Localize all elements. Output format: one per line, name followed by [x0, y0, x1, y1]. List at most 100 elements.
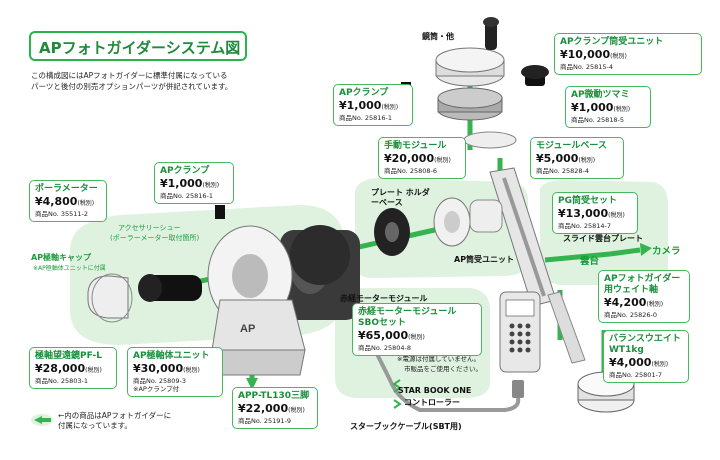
part-code: 商品No. 25826-0	[604, 311, 658, 319]
part-tax: (税別)	[381, 104, 399, 111]
cables	[368, 339, 521, 412]
page-title-box: APフォトガイダーシステム図	[29, 31, 247, 61]
part-price: ¥4,000	[609, 356, 652, 369]
part-tax: (税別)	[651, 361, 669, 368]
controller-art	[499, 291, 541, 398]
part-price: ¥5,000	[536, 152, 579, 165]
label-plate-holder: プレート ホルダーベース	[371, 188, 430, 207]
red-motor-art	[290, 225, 350, 285]
part-code: 商品No. 25818-5	[571, 116, 625, 124]
intro-text: この構成図にはAPフォトガイダーに標準付属になっている パーツと後付の別売オプシ…	[31, 70, 232, 92]
label-ap-tube-unit: AP筒受ユニット	[454, 255, 515, 264]
clamp-assembly-art	[401, 17, 549, 149]
label-power-note-2: 市販品をご使用ください。	[404, 365, 482, 373]
svg-text:AP: AP	[240, 323, 255, 335]
legend-line-2: 付属になっています。	[58, 421, 132, 430]
part-tax: (税別)	[578, 157, 596, 164]
part-polar-unit: AP極軸体ユニット ¥30,000(税別) 商品No. 25809-3 ※APク…	[127, 347, 223, 397]
intro-line-1: この構成図にはAPフォトガイダーに標準付属になっている	[31, 71, 228, 80]
polar-scope-art	[87, 273, 202, 323]
tube-holder-art	[374, 197, 503, 256]
label-controller: STAR BOOK ONE	[398, 386, 472, 395]
part-price: ¥13,000	[558, 207, 609, 220]
part-name: モジュールベース	[536, 141, 607, 151]
label-cap-note: ※AP極軸体ユニットに付属	[33, 265, 106, 272]
page-title: APフォトガイダーシステム図	[39, 39, 241, 57]
part-name: APP-TL130三脚	[238, 391, 310, 401]
part-price: ¥1,000	[160, 177, 203, 190]
part-price: ¥20,000	[384, 152, 435, 165]
part-tax: (税別)	[434, 157, 451, 164]
part-tax: (税別)	[202, 182, 220, 189]
part-code: 商品No. 25801-7	[609, 371, 663, 379]
label-camera: カメラ	[652, 246, 681, 257]
part-tax: (税別)	[610, 53, 627, 60]
part-code: 商品No. 25815-4	[560, 63, 614, 71]
label-controller-2: コントローラー	[404, 398, 460, 407]
part-code: 商品No. 25808-6	[384, 167, 438, 175]
part-polar-meter: ポーラメーター ¥4,800(税別) 商品No. 35511-2	[29, 180, 107, 222]
part-name: 手動モジュール	[384, 141, 447, 151]
part-tax: (税別)	[183, 367, 200, 374]
part-tax: (税別)	[408, 334, 425, 341]
part-clamp-tube-unit: APクランプ筒受ユニット ¥10,000(税別) 商品No. 25815-4	[554, 33, 702, 75]
part-name: APフォトガイダー用ウェイト軸	[604, 274, 681, 295]
part-module-base: モジュールベース ¥5,000(税別) 商品No. 25828-4	[530, 137, 624, 179]
part-price: ¥65,000	[358, 329, 409, 342]
part-polar-scope: 極軸望遠鏡PF-L ¥28,000(税別) 商品No. 25803-1	[29, 347, 117, 389]
part-fine-knob: AP微動ツマミ ¥1,000(税別) 商品No. 25818-5	[565, 86, 651, 128]
part-price: ¥1,000	[571, 101, 614, 114]
part-name: APクランプ筒受ユニット	[560, 37, 664, 47]
part-name: 極軸望遠鏡PF-L	[35, 351, 102, 361]
part-name: APクランプ	[339, 88, 389, 98]
part-code: 商品No. 25809-3	[133, 377, 187, 385]
part-name: APクランプ	[160, 166, 210, 176]
label-lens: 鏡筒・他	[422, 32, 454, 41]
intro-line-2: パーツと後付の別売オプションパーツが併記されています。	[31, 82, 233, 91]
part-code: 商品No. 35511-2	[35, 210, 89, 218]
part-name: バランスウエイト WT1kg	[609, 334, 681, 355]
part-weight-shaft: APフォトガイダー用ウェイト軸 ¥4,200(税別) 商品No. 25826-0	[598, 270, 690, 323]
label-red-motor: 赤経モーターモジュール	[340, 294, 428, 303]
part-tax: (税別)	[288, 407, 305, 414]
part-name: AP極軸体ユニット	[133, 351, 210, 361]
label-power-note-1: ※電源は付属していません。	[397, 355, 481, 363]
label-cable: スターブックケーブル(SBT用)	[350, 422, 462, 431]
part-manual-module: 手動モジュール ¥20,000(税別) 商品No. 25808-6	[378, 137, 466, 179]
part-red-module: 赤経モーターモジュール SBOセット ¥65,000(税別) 商品No. 258…	[352, 303, 482, 356]
part-tax: (税別)	[608, 212, 625, 219]
ap-clamp-mid-art	[215, 205, 225, 219]
part-code: 商品No. 25803-1	[35, 377, 89, 385]
part-tripod: APP-TL130三脚 ¥22,000(税別) 商品No. 25191-9	[232, 387, 318, 429]
part-code: 商品No. 25828-4	[536, 167, 590, 175]
part-code: 商品No. 25816-1	[339, 114, 393, 122]
part-price: ¥10,000	[560, 48, 611, 61]
label-unpan: 雲台	[580, 256, 600, 267]
part-name: ポーラメーター	[35, 184, 98, 194]
part-tax: (税別)	[85, 367, 102, 374]
part-price: ¥28,000	[35, 362, 86, 375]
part-name: 赤経モーターモジュール SBOセット	[358, 307, 457, 328]
label-slide-plate: スライド雲台プレート	[563, 234, 643, 243]
part-pg-tube-set: PG筒受セット ¥13,000(税別) 商品No. 25814-7	[552, 192, 638, 234]
part-code: 商品No. 25804-8	[358, 344, 412, 352]
label-accessory-shoe: アクセサリーシュー	[118, 224, 181, 232]
part-ap-clamp-mid: APクランプ ¥1,000(税別) 商品No. 25816-1	[154, 162, 234, 204]
part-tax: (税別)	[646, 301, 664, 308]
legend-text: ←内の商品はAPフォトガイダーに 付属になっています。	[58, 411, 171, 431]
part-code: 商品No. 25816-1	[160, 192, 214, 200]
part-price: ¥22,000	[238, 402, 289, 415]
legend-line-1: ←内の商品はAPフォトガイダーに	[58, 411, 172, 420]
part-tax: (税別)	[613, 106, 631, 113]
part-price: ¥4,200	[604, 296, 647, 309]
part-balance-weight: バランスウエイト WT1kg ¥4,000(税別) 商品No. 25801-7	[603, 330, 689, 383]
part-price: ¥4,800	[35, 195, 78, 208]
part-note: ※APクランプ付	[133, 385, 180, 393]
part-price: ¥30,000	[133, 362, 184, 375]
label-cap: AP極軸キャップ	[31, 253, 92, 262]
label-accessory-shoe-note: (ポーラーメーター取付箇所)	[110, 234, 200, 242]
part-ap-clamp-top: APクランプ ¥1,000(税別) 商品No. 25816-1	[333, 84, 413, 126]
legend-arrow-icon	[31, 414, 53, 426]
part-tax: (税別)	[77, 200, 95, 207]
